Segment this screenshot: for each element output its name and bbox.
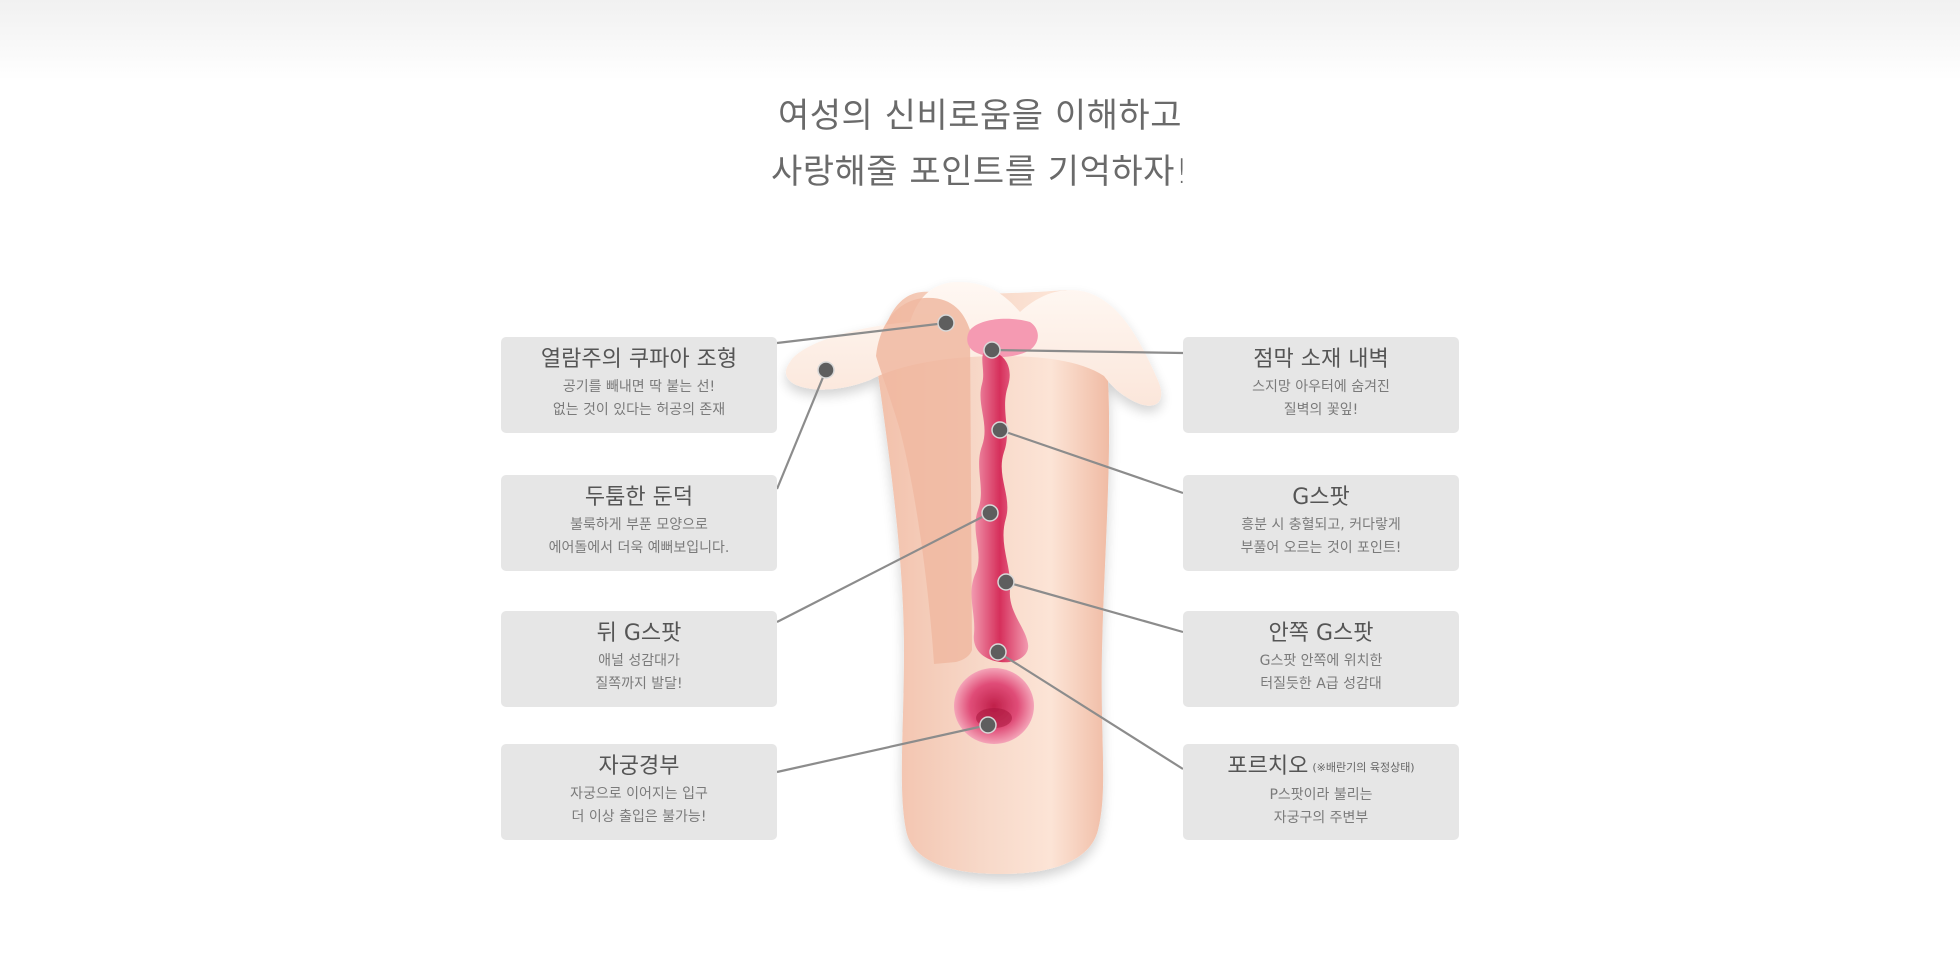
marker-dot-kupaa <box>937 314 955 332</box>
label-desc: 더 이상 출입은 불가능! <box>571 809 707 825</box>
marker-dot-cervix <box>979 716 997 734</box>
label-title-note: (※배란기의 육정상태) <box>1312 761 1415 774</box>
label-box-kupaa: 열람주의 쿠파아 조형 공기를 빼내면 딱 붙는 선! 없는 것이 있다는 허공… <box>501 337 777 433</box>
marker-dot-inner-gspot <box>997 573 1015 591</box>
leader-line-left-2 <box>775 369 828 490</box>
marker-dot-mucosa <box>983 341 1001 359</box>
label-box-cervix: 자궁경부 자궁으로 이어지는 입구 더 이상 출입은 불가능! <box>501 744 777 840</box>
label-desc: 질쪽까지 발달! <box>595 676 683 692</box>
headline: 여성의 신비로움을 이해하고 사랑해줄 포인트를 기억하자! <box>0 88 1960 200</box>
leader-line-left-4 <box>776 723 989 774</box>
label-title: 자궁경부 <box>598 754 680 779</box>
marker-dots <box>817 314 1015 734</box>
label-desc: 스지망 아우터에 숨겨진 <box>1252 379 1390 395</box>
marker-dot-gspot <box>991 421 1009 439</box>
product-inner-panel <box>876 297 972 664</box>
label-box-rear-gspot: 뒤 G스팟 애널 성감대가 질쪽까지 발달! <box>501 611 777 707</box>
label-desc: 터질듯한 A급 성감대 <box>1260 676 1382 692</box>
label-box-mound: 두툼한 둔덕 불룩하게 부푼 모양으로 에어돌에서 더욱 예뻐보입니다. <box>501 475 777 571</box>
label-title: 뒤 G스팟 <box>596 621 682 646</box>
label-desc: 불룩하게 부푼 모양으로 <box>570 517 708 533</box>
label-desc: 에어돌에서 더욱 예뻐보입니다. <box>548 540 730 556</box>
product-cervix-opening <box>954 668 1034 744</box>
label-title-text: 포르치오 <box>1227 754 1309 779</box>
label-title: 열람주의 쿠파아 조형 <box>540 347 738 372</box>
label-desc: 애널 성감대가 <box>598 653 680 669</box>
label-title: G스팟 <box>1292 485 1350 510</box>
product-inner-canal <box>971 350 1029 663</box>
marker-dot-mound <box>817 361 835 379</box>
label-desc: P스팟이라 불리는 <box>1269 787 1373 803</box>
label-box-portio: 포르치오(※배란기의 육정상태) P스팟이라 불리는 자궁구의 주변부 <box>1183 744 1459 840</box>
leader-line-left-3 <box>776 512 991 623</box>
label-desc: G스팟 안쪽에 위치한 <box>1259 653 1383 669</box>
headline-line-1: 여성의 신비로움을 이해하고 <box>778 96 1182 136</box>
label-desc: 흥분 시 충혈되고, 커다랗게 <box>1241 517 1401 533</box>
label-desc: 질벽의 꽃잎! <box>1283 402 1359 418</box>
marker-dot-rear-gspot <box>981 504 999 522</box>
label-desc: 공기를 빼내면 딱 붙는 선! <box>562 379 716 395</box>
label-title: 포르치오(※배란기의 육정상태) <box>1183 751 1459 784</box>
top-gradient-band <box>0 0 1960 80</box>
product-illustration <box>785 282 1162 874</box>
label-box-mucosa: 점막 소재 내벽 스지망 아우터에 숨겨진 질벽의 꽃잎! <box>1183 337 1459 433</box>
label-desc: 부풀어 오르는 것이 포인트! <box>1240 540 1402 556</box>
label-box-inner-gspot: 안쪽 G스팟 G스팟 안쪽에 위치한 터질듯한 A급 성감대 <box>1183 611 1459 707</box>
label-desc: 없는 것이 있다는 허공의 존재 <box>552 402 726 418</box>
leader-line-right-4 <box>997 651 1184 770</box>
label-title: 점막 소재 내벽 <box>1253 347 1389 372</box>
label-box-gspot: G스팟 흥분 시 충혈되고, 커다랗게 부풀어 오르는 것이 포인트! <box>1183 475 1459 571</box>
label-desc: 자궁구의 주변부 <box>1273 810 1369 826</box>
label-desc: 자궁으로 이어지는 입구 <box>570 786 708 802</box>
leader-lines <box>775 321 1184 774</box>
label-title: 두툼한 둔덕 <box>584 485 694 510</box>
leader-line-right-3 <box>1005 580 1184 634</box>
marker-dot-portio <box>989 643 1007 661</box>
leader-line-right-1 <box>991 348 1184 355</box>
leader-line-left-1 <box>776 321 947 345</box>
headline-line-2: 사랑해줄 포인트를 기억하자! <box>770 152 1190 192</box>
label-title: 안쪽 G스팟 <box>1268 621 1374 646</box>
leader-line-right-2 <box>999 428 1184 495</box>
